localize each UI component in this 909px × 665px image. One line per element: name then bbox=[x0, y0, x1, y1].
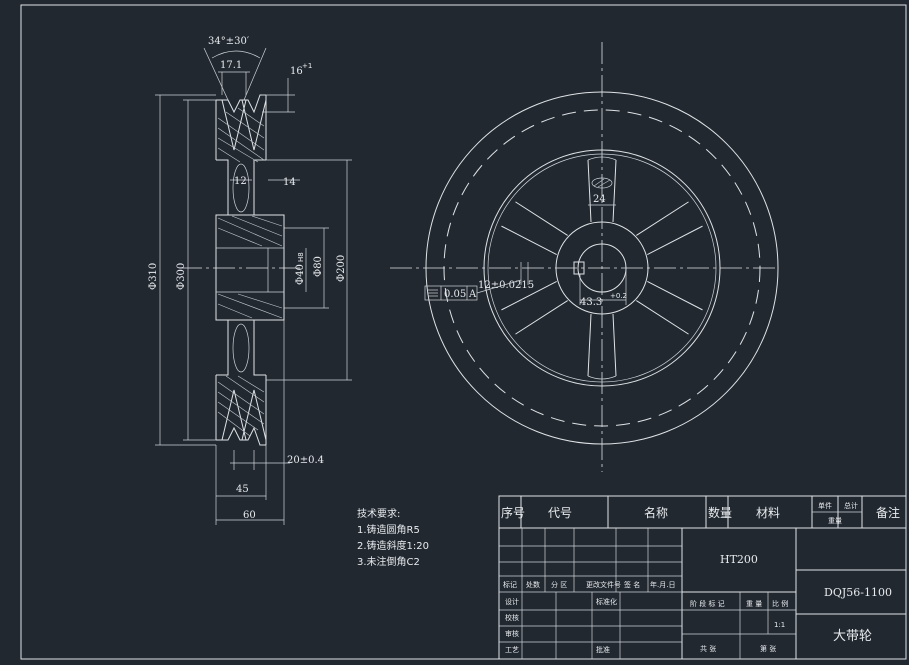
spoke-section-upper bbox=[232, 163, 250, 213]
hub-outline bbox=[215, 214, 285, 321]
th-material: 材料 bbox=[756, 506, 780, 520]
note-3: 3.未注倒角C2 bbox=[357, 555, 420, 568]
web-upper bbox=[216, 159, 266, 215]
rim-inner-circle bbox=[483, 149, 721, 387]
part-name: 大带轮 bbox=[833, 629, 872, 644]
dim-hub-extension: 14 bbox=[283, 177, 296, 188]
rim-lower-outline bbox=[215, 375, 267, 446]
section-hatching bbox=[217, 107, 283, 437]
rev-sign: 签 名 bbox=[624, 580, 640, 589]
pitch-circle bbox=[443, 109, 761, 427]
dim-outer-dia: Φ310 bbox=[148, 263, 159, 290]
front-view: 24 43.3 +0.2 12±0.0215 0.05 A bbox=[390, 42, 779, 472]
dim-keyway-height-tol: +0.2 bbox=[610, 292, 627, 300]
dim-bore-fit: H8 bbox=[297, 252, 305, 262]
technical-notes: 技术要求: 1.铸造圆角R5 2.铸造斜度1:20 3.未注倒角C2 bbox=[357, 507, 429, 568]
rev-date: 年.月.日 bbox=[650, 580, 675, 589]
dim-spoke-width: 24 bbox=[593, 194, 606, 205]
note-2: 2.铸造斜度1:20 bbox=[357, 539, 429, 552]
dim-groove-depth-tol: +1 bbox=[302, 62, 312, 70]
web-lower bbox=[216, 320, 266, 376]
rev-file: 更改文件号 bbox=[586, 580, 621, 589]
label-sheet-no: 第 张 bbox=[760, 644, 776, 653]
title-block: 序号 代号 名称 数量 材料 单件 总计 重量 备注 bbox=[498, 495, 907, 660]
dim-total-width: 60 bbox=[243, 510, 256, 521]
spoke-section-lower bbox=[232, 323, 250, 373]
dim-bore-dia: Φ40 bbox=[295, 264, 306, 285]
label-process: 工艺 bbox=[505, 646, 519, 654]
drawing-number: DQJ56-1100 bbox=[824, 586, 892, 599]
label-standard: 标准化 bbox=[596, 597, 617, 606]
rev-mark: 标记 bbox=[503, 580, 517, 589]
th-weight: 重量 bbox=[828, 517, 842, 525]
dim-pitch-dia: Φ300 bbox=[176, 263, 187, 290]
tolerance-frame: 0.05 A bbox=[424, 279, 522, 301]
notes-title: 技术要求: bbox=[357, 507, 400, 520]
tolerance-value: 0.05 bbox=[444, 289, 466, 300]
rim-inner-circle-2 bbox=[487, 153, 717, 383]
label-check: 校核 bbox=[505, 613, 519, 622]
dim-web-thickness: 12 bbox=[234, 176, 247, 187]
dim-groove-depth: 16 bbox=[290, 66, 303, 77]
spokes bbox=[501, 159, 703, 377]
material-value: HT200 bbox=[720, 553, 758, 566]
dim-groove-spacing: 20±0.4 bbox=[287, 455, 324, 466]
label-stage: 阶 段 标 记 bbox=[690, 599, 725, 608]
dim-hub-dia: Φ80 bbox=[313, 256, 324, 277]
dim-rim-inner-dia: Φ200 bbox=[336, 255, 347, 282]
spoke-hatched-section bbox=[591, 177, 613, 189]
dim-keyway-height: 43.3 bbox=[580, 297, 602, 308]
th-code: 代号 bbox=[548, 506, 572, 520]
hub-circle bbox=[555, 221, 649, 315]
rev-count: 处数 bbox=[526, 580, 540, 589]
groove-lower bbox=[221, 389, 267, 441]
section-dimension-lines bbox=[155, 47, 352, 525]
dim-groove-width: 17.1 bbox=[220, 60, 242, 71]
label-design: 设计 bbox=[505, 597, 519, 606]
section-view: 34°±30′ 17.1 16 +1 12 14 Φ310 Φ300 Φ200 … bbox=[148, 36, 352, 525]
th-qty: 数量 bbox=[708, 505, 732, 520]
dim-groove-angle: 34°±30′ bbox=[208, 36, 250, 47]
tolerance-datum: A bbox=[468, 289, 477, 300]
label-weight: 重 量 bbox=[746, 600, 762, 608]
rev-zone: 分 区 bbox=[551, 580, 567, 589]
th-name: 名称 bbox=[644, 505, 668, 520]
dim-keyway-width: 12±0.0215 bbox=[478, 280, 534, 291]
keyway bbox=[573, 261, 585, 275]
spoke-ends bbox=[587, 156, 617, 380]
th-unit-weight: 单件 bbox=[818, 501, 832, 510]
dim-hub-length: 45 bbox=[236, 484, 249, 495]
front-dimension-lines bbox=[520, 204, 627, 305]
outer-circle bbox=[425, 91, 779, 445]
groove-upper bbox=[221, 99, 267, 151]
drawing-frame bbox=[20, 4, 907, 660]
scale-value: 1:1 bbox=[774, 621, 785, 629]
label-scale: 比 例 bbox=[772, 599, 788, 608]
label-sheets-total: 共 张 bbox=[700, 644, 716, 653]
label-approve: 批准 bbox=[596, 645, 610, 654]
th-total-weight: 总计 bbox=[844, 501, 858, 510]
th-remark: 备注 bbox=[876, 505, 900, 520]
label-review: 审核 bbox=[505, 629, 519, 638]
th-seq: 序号 bbox=[501, 505, 525, 520]
note-1: 1.铸造圆角R5 bbox=[357, 523, 420, 536]
